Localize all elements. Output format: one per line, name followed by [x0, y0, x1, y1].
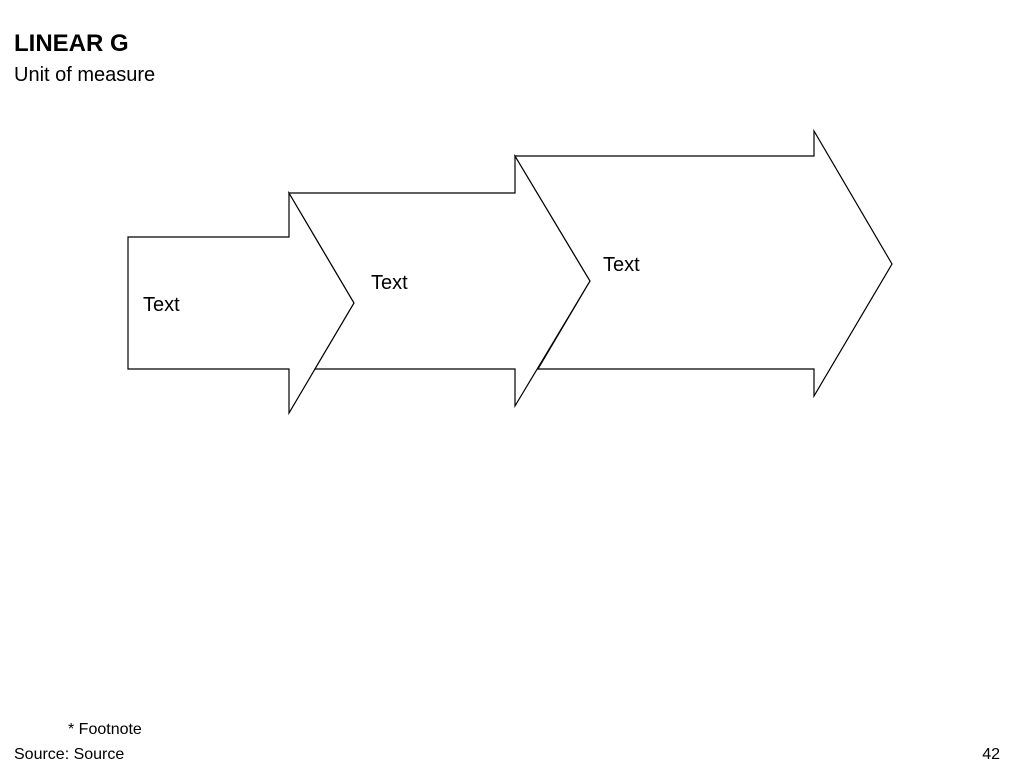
page-number: 42: [982, 746, 1000, 763]
footnote: * Footnote: [68, 721, 142, 738]
page-title: LINEAR G: [14, 30, 129, 57]
source-note: Source: Source: [14, 746, 125, 763]
arrow-label-2: Text: [371, 272, 408, 294]
arrow-shape-3: [513, 128, 893, 399]
page-subtitle: Unit of measure: [14, 64, 156, 86]
arrow-label-3: Text: [603, 254, 640, 276]
arrow-label-1: Text: [143, 294, 180, 316]
arrow-shape-2: [287, 153, 591, 409]
